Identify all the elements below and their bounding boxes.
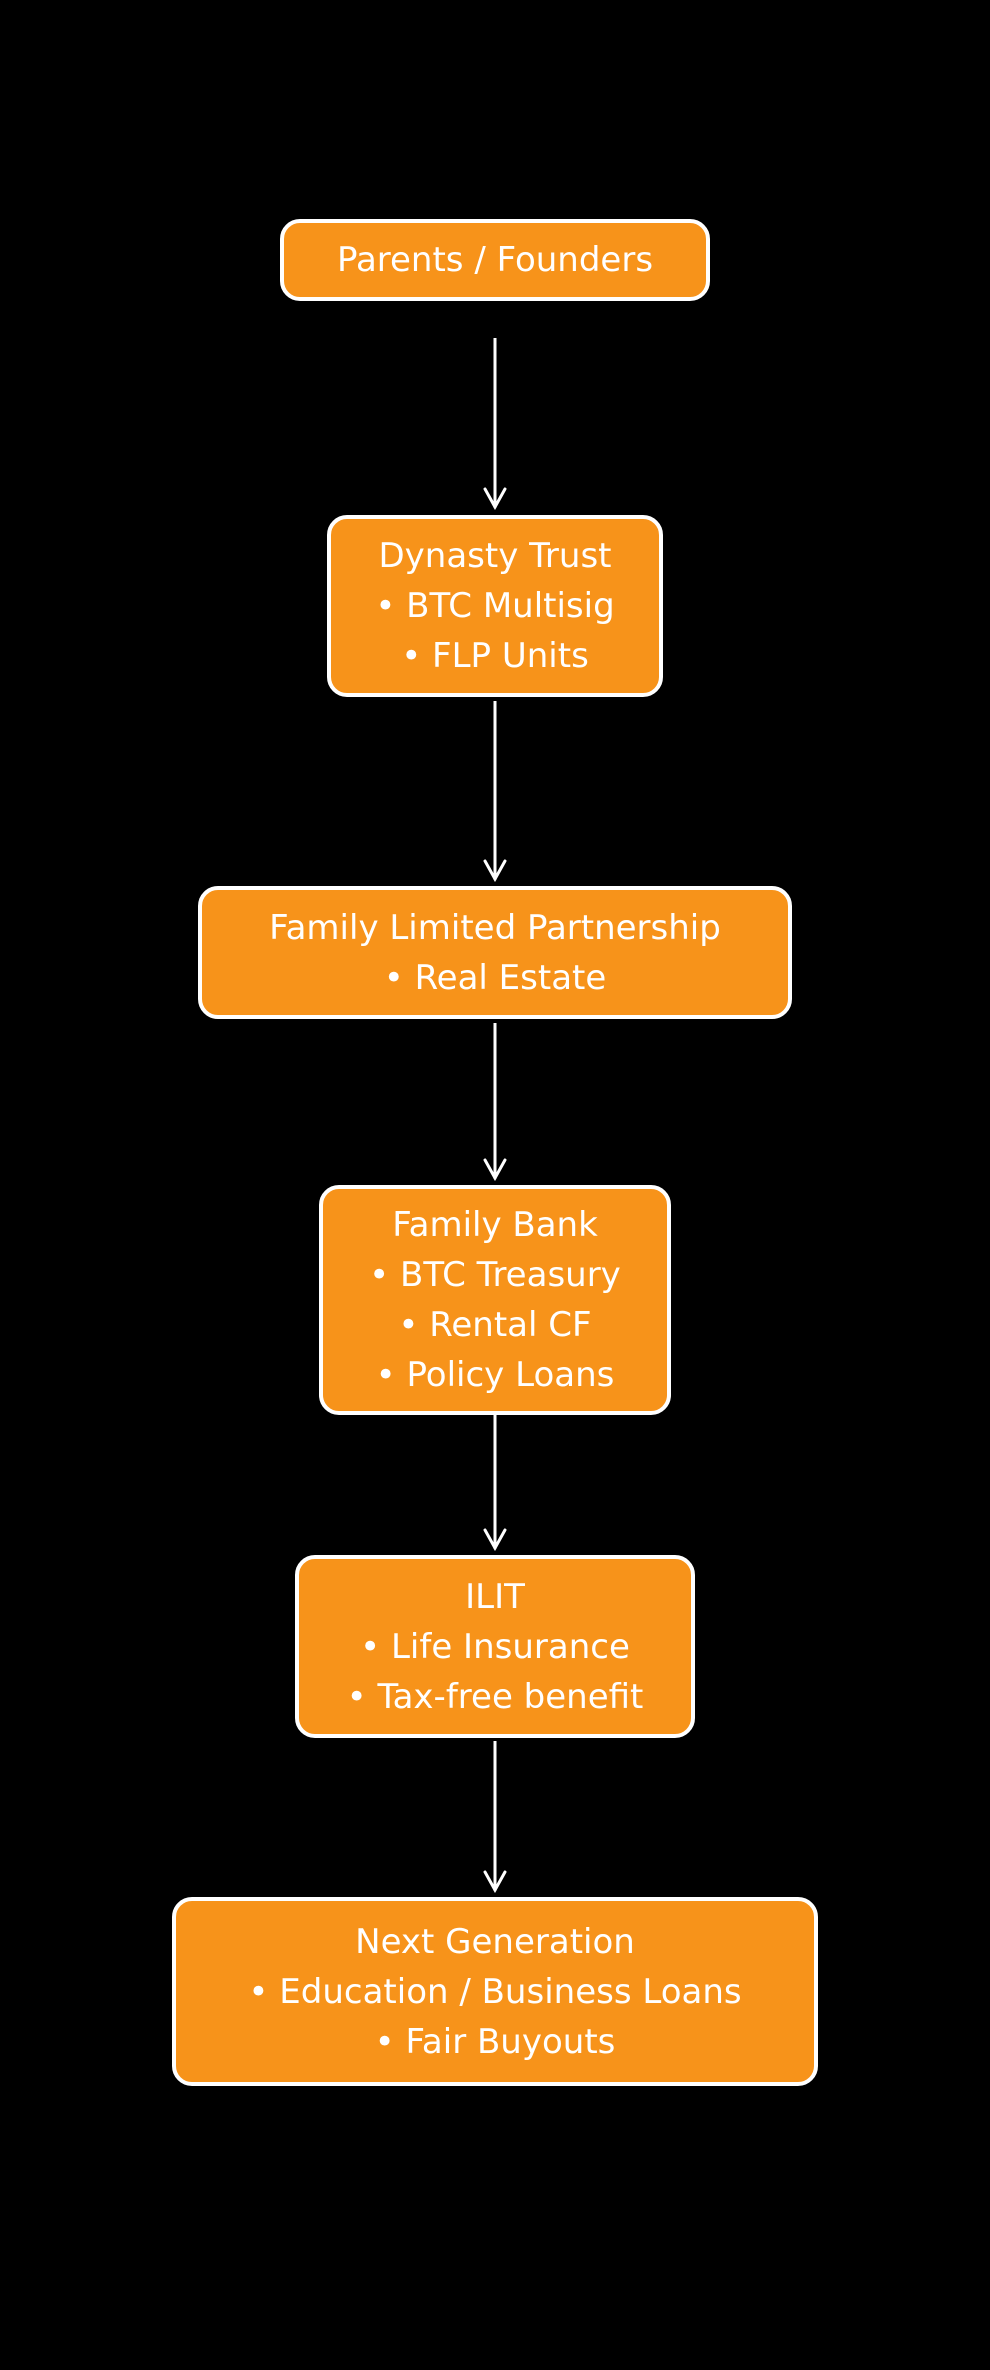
node-bullet-item: • Rental CF: [398, 1305, 592, 1345]
arrow-down-icon: [483, 1023, 507, 1181]
node-bullet-item: • BTC Multisig: [375, 586, 615, 626]
node-bullet-item: • Fair Buyouts: [374, 2021, 616, 2062]
node-title: ILIT: [465, 1576, 525, 1617]
node-ilit: ILIT • Life Insurance • Tax-free benefit: [295, 1555, 695, 1738]
arrow-down-icon: [483, 1741, 507, 1893]
node-bullet-item: • Education / Business Loans: [248, 1971, 742, 2012]
node-bullet-item: • Real Estate: [383, 957, 607, 998]
arrow-down-icon: [483, 338, 507, 510]
node-bullet-item: • FLP Units: [401, 636, 589, 676]
node-title: Next Generation: [355, 1921, 635, 1962]
arrow-down-icon: [483, 701, 507, 882]
node-title: Dynasty Trust: [378, 536, 612, 576]
arrow-down-icon: [483, 1413, 507, 1551]
node-family-bank: Family Bank • BTC Treasury • Rental CF •…: [319, 1185, 671, 1415]
node-title: Family Bank: [392, 1205, 598, 1245]
node-title: Family Limited Partnership: [269, 907, 721, 948]
node-parents-founders: Parents / Founders: [280, 219, 710, 301]
node-family-limited-partnership: Family Limited Partnership • Real Estate: [198, 886, 792, 1019]
node-title: Parents / Founders: [336, 240, 654, 280]
node-next-generation: Next Generation • Education / Business L…: [172, 1897, 818, 2086]
node-bullet-item: • BTC Treasury: [369, 1255, 621, 1295]
node-bullet-item: • Life Insurance: [360, 1626, 630, 1667]
node-bullet-item: • Tax-free benefit: [346, 1676, 644, 1717]
node-dynasty-trust: Dynasty Trust • BTC Multisig • FLP Units: [327, 515, 663, 697]
node-bullet-item: • Policy Loans: [375, 1355, 615, 1395]
